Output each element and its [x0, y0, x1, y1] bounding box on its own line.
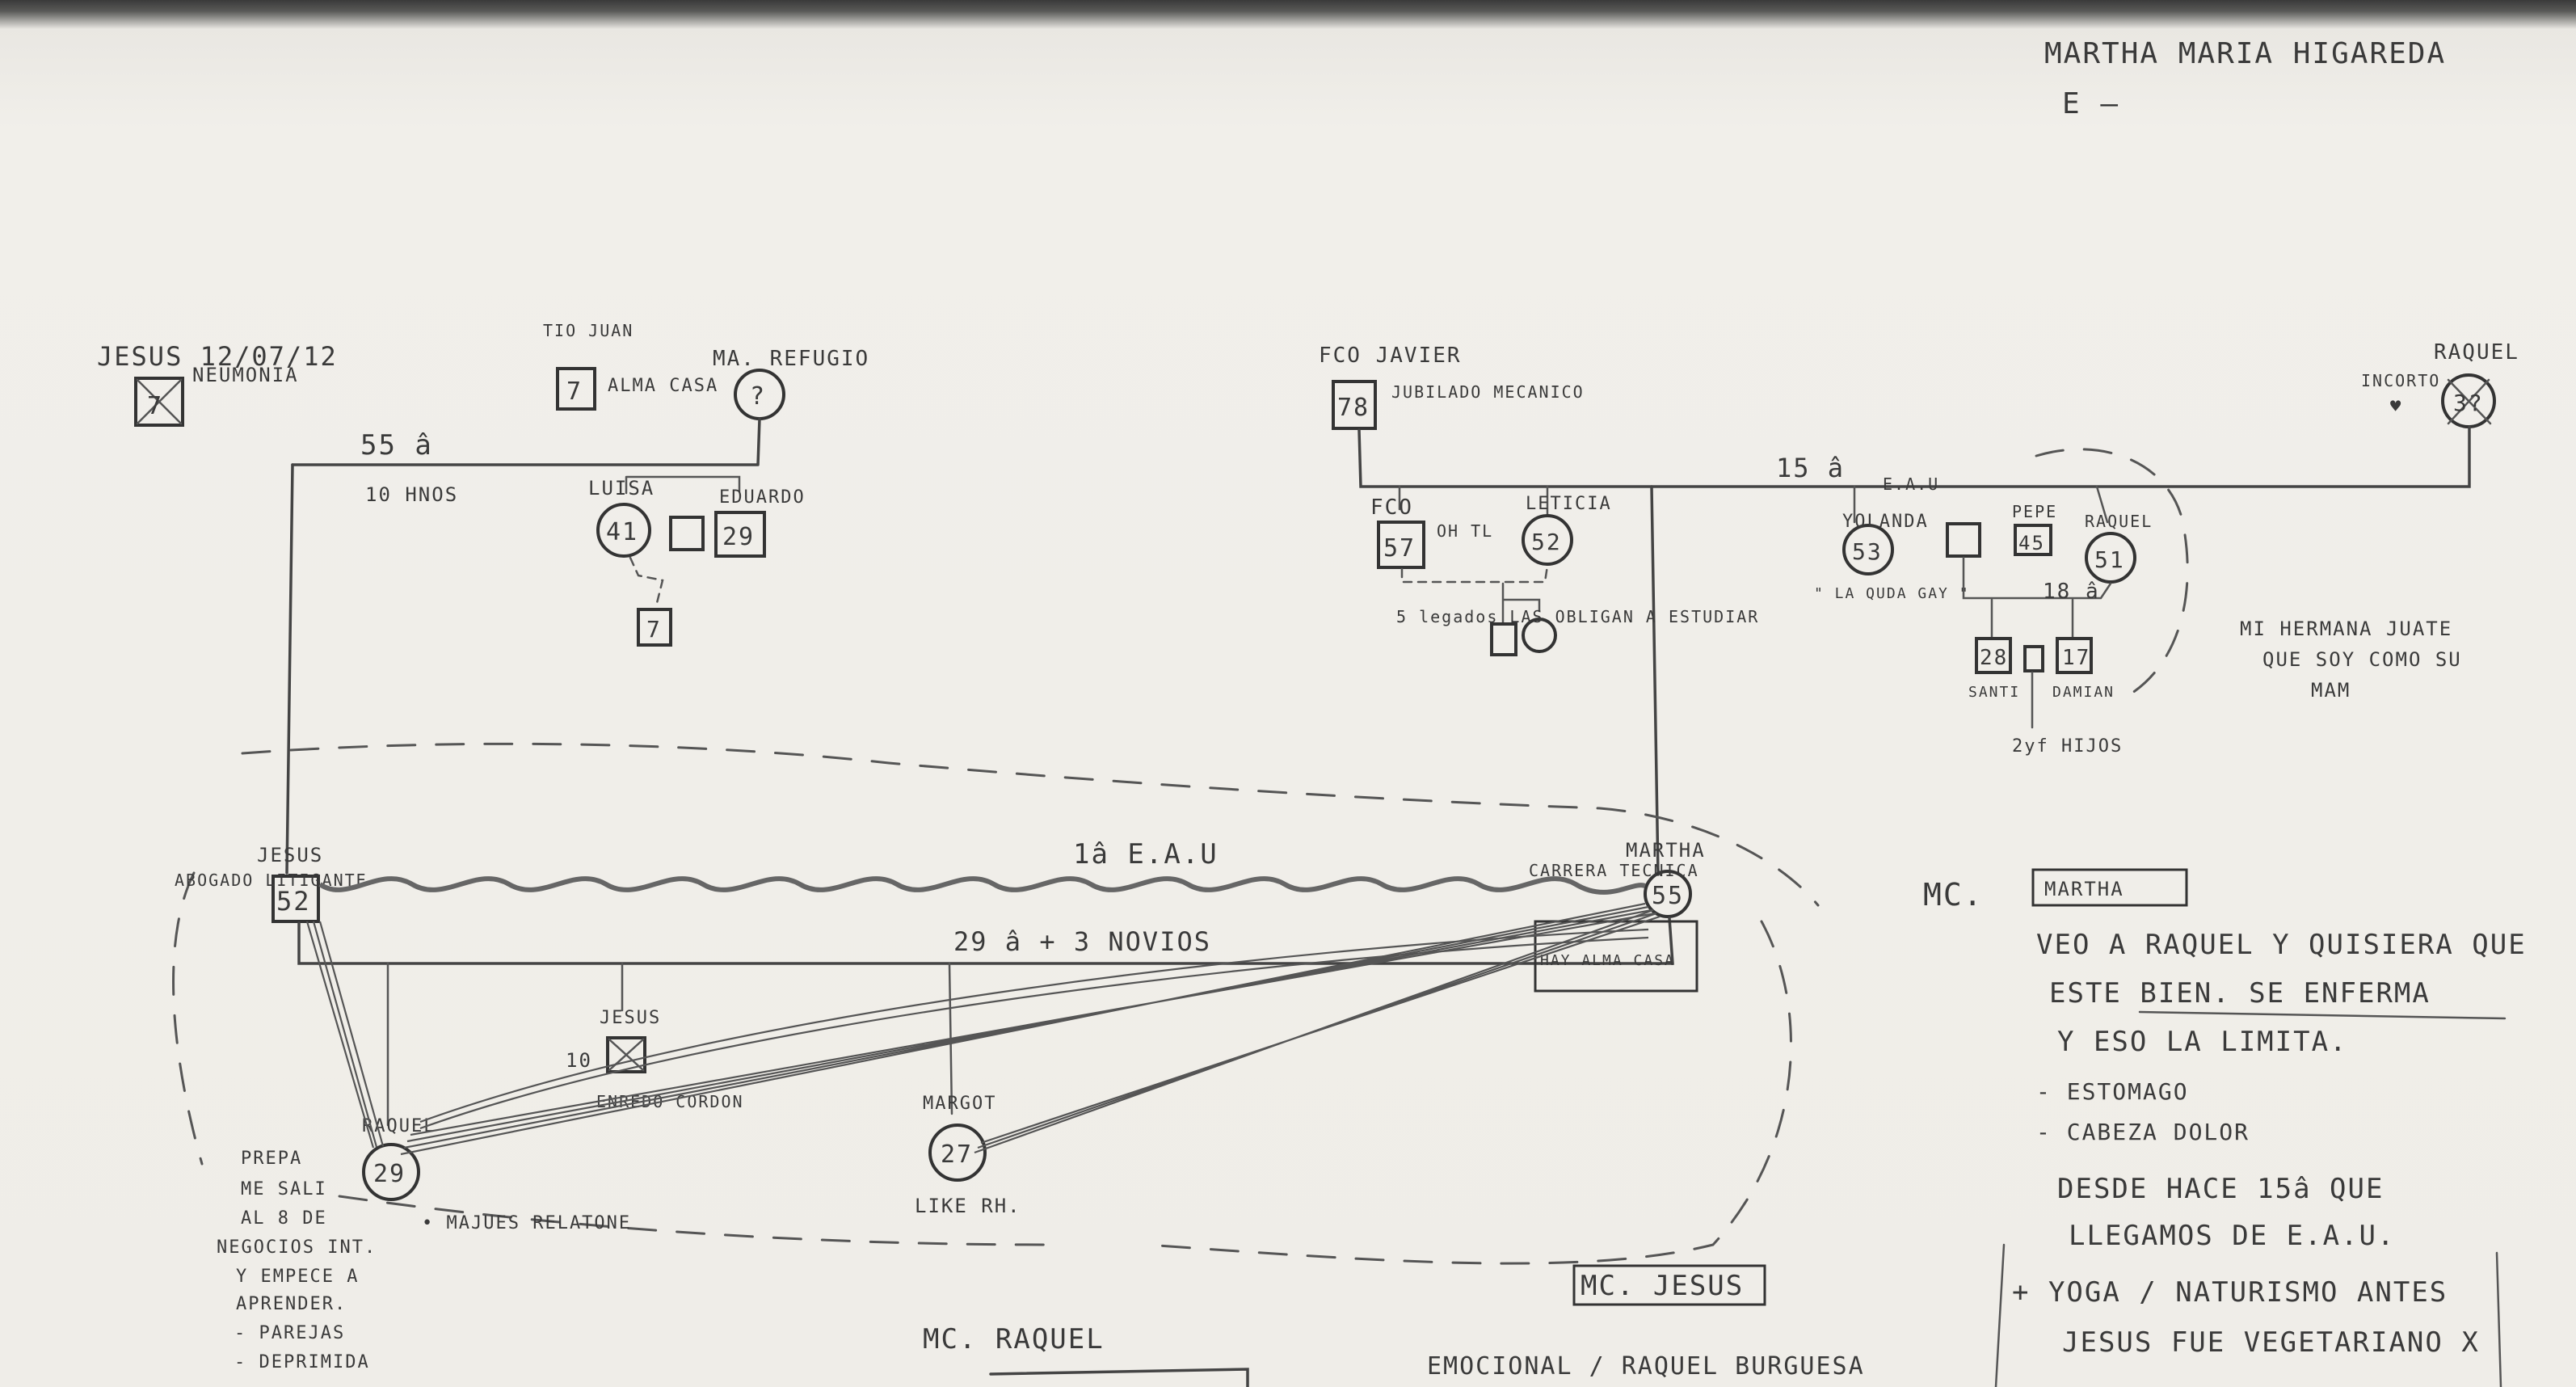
- person-raquel: 29 RAQUEL: [362, 1116, 436, 1199]
- person-luisa: 41 LUISA: [588, 477, 655, 556]
- svg-text:MARTHA: MARTHA: [1626, 839, 1706, 862]
- svg-text:TIO JUAN: TIO JUAN: [543, 321, 633, 340]
- person-unnamed-sibling: [671, 517, 703, 550]
- mc-martha-label: MC.: [1923, 877, 1984, 913]
- person-margot: 27 MARGOT LIKE RH.: [915, 1094, 1021, 1217]
- svg-text:ABOGADO LITIGANTE: ABOGADO LITIGANTE: [175, 871, 368, 890]
- person-fco-son: [1492, 624, 1516, 655]
- svg-text:JESUS: JESUS: [600, 1008, 661, 1028]
- svg-text:?: ?: [750, 382, 766, 411]
- person-santi: 28 SANTI: [1968, 639, 2020, 701]
- svg-text:41: 41: [606, 518, 638, 546]
- svg-text:INCORTO: INCORTO: [2361, 371, 2440, 390]
- svg-text:52: 52: [276, 886, 311, 917]
- svg-text:53: 53: [1852, 538, 1883, 565]
- person-luisa-child: 7: [638, 609, 671, 645]
- svg-text:LUISA: LUISA: [588, 477, 655, 500]
- person-damian: 17 DAMIAN: [2052, 639, 2115, 701]
- svg-text:17: 17: [2062, 646, 2090, 670]
- mc-martha-text: VEO A RAQUEL Y QUISIERA QUE ESTE BIEN. S…: [2012, 929, 2544, 1359]
- relation-parents-top: 1â E.A.U: [1073, 838, 1219, 871]
- person-jesus: 52 JESUS ABOGADO LITIGANTE: [175, 844, 368, 921]
- person-raquel-grandmother: 3? RAQUEL INCORTO ♥: [2361, 340, 2519, 427]
- relation-maternal-place: E.A.U: [1883, 474, 1939, 494]
- svg-text:JUBILADO MECANICO: JUBILADO MECANICO: [1391, 382, 1585, 402]
- svg-text:" LA QUDA GAY ": " LA QUDA GAY ": [1814, 585, 1970, 602]
- mc-jesus-line: EMOCIONAL / RAQUEL BURGUESA: [1427, 1352, 1865, 1381]
- svg-text:28: 28: [1980, 646, 2008, 670]
- svg-text:29: 29: [373, 1160, 406, 1188]
- mc-martha-box-text: MARTHA: [2044, 878, 2124, 900]
- person-pepe: 45 PEPE: [2012, 502, 2057, 554]
- svg-text:NEUMONIA: NEUMONIA: [192, 364, 299, 386]
- person-tio-juan: 7 TIO JUAN ALMA CASA: [543, 321, 718, 409]
- person-leticia: 52 LETICIA: [1523, 494, 1612, 564]
- svg-text:29: 29: [722, 523, 755, 551]
- svg-text:52: 52: [1531, 529, 1562, 555]
- svg-text:RAQUEL: RAQUEL: [2434, 340, 2519, 365]
- svg-text:FCO JAVIER: FCO JAVIER: [1319, 344, 1462, 368]
- svg-text:DAMIAN: DAMIAN: [2052, 684, 2115, 701]
- person-ma-refugio: ? MA. REFUGIO: [713, 347, 869, 419]
- svg-text:OH TL: OH TL: [1437, 521, 1493, 541]
- svg-text:ALMA CASA: ALMA CASA: [608, 376, 718, 396]
- svg-text:57: 57: [1383, 534, 1416, 563]
- svg-text:7: 7: [147, 392, 163, 420]
- relation-martha-side-note: HAY ALMA CASA: [1540, 952, 1675, 969]
- svg-text:7: 7: [566, 377, 583, 406]
- header-title: MARTHA MARIA HIGAREDA: [2044, 37, 2446, 70]
- svg-text:51: 51: [2094, 546, 2125, 573]
- person-jesus-grandfather: 7 JESUS 12/07/12 NEUMONIA: [97, 341, 338, 425]
- person-yolanda-partner: [1947, 524, 1980, 556]
- relation-paternal-siblings: 10 HNOS: [365, 483, 458, 506]
- person-fco-javier: 78 FCO JAVIER JUBILADO MECANICO: [1319, 344, 1585, 428]
- svg-text:LETICIA: LETICIA: [1526, 494, 1612, 514]
- relation-parents-middle: 29 â + 3 NOVIOS: [953, 926, 1211, 957]
- header-subtitle: E –: [2062, 87, 2119, 120]
- relation-aunt-children-note: 2yf HIJOS: [2012, 736, 2123, 757]
- svg-text:YOLANDA: YOLANDA: [1842, 512, 1929, 532]
- svg-text:PEPE: PEPE: [2012, 502, 2057, 521]
- svg-text:MA. REFUGIO: MA. REFUGIO: [713, 347, 869, 371]
- svg-text:♥: ♥: [2390, 397, 2402, 417]
- svg-text:27: 27: [941, 1140, 973, 1169]
- mc-jesus-box-text: MC. JESUS: [1581, 1270, 1744, 1302]
- person-fco: 57 FCO OH TL: [1370, 495, 1493, 567]
- svg-text:55: 55: [1652, 882, 1684, 910]
- svg-text:EDUARDO: EDUARDO: [719, 487, 806, 508]
- relation-fco-children-note: 5 legados LAS OBLIGAN A ESTUDIAR: [1396, 607, 1759, 626]
- svg-text:MARGOT: MARGOT: [923, 1094, 996, 1114]
- relation-maternal-years: 15 â: [1776, 453, 1845, 483]
- svg-text:3?: 3?: [2453, 390, 2484, 416]
- relation-paternal-years: 55 â: [360, 429, 433, 462]
- person-aunt-child-middle: [2025, 647, 2043, 671]
- svg-text:7: 7: [646, 616, 662, 643]
- svg-text:45: 45: [2018, 532, 2045, 554]
- mc-raquel-label: MC. RAQUEL: [923, 1323, 1105, 1355]
- person-raquel-aunt: 51 RAQUEL: [2085, 512, 2153, 582]
- svg-text:FCO: FCO: [1370, 495, 1413, 520]
- svg-text:RAQUEL: RAQUEL: [2085, 512, 2153, 531]
- svg-text:SANTI: SANTI: [1968, 684, 2020, 701]
- relation-aunt-years: 18 â: [2043, 580, 2100, 604]
- note-raquel-side: • MAJUES RELATONE: [422, 1213, 631, 1233]
- note-aunt-right: MI HERMANA JUATE QUE SOY COMO SU MAM: [2240, 618, 2475, 702]
- svg-text:10: 10: [566, 1049, 592, 1072]
- note-raquel: PREPA ME SALI AL 8 DE NEGOCIOS INT. Y EM…: [217, 1149, 389, 1372]
- svg-text:78: 78: [1337, 394, 1370, 422]
- person-eduardo: 29 EDUARDO: [716, 487, 806, 556]
- svg-text:JESUS: JESUS: [257, 844, 323, 866]
- svg-text:LIKE RH.: LIKE RH.: [915, 1195, 1021, 1217]
